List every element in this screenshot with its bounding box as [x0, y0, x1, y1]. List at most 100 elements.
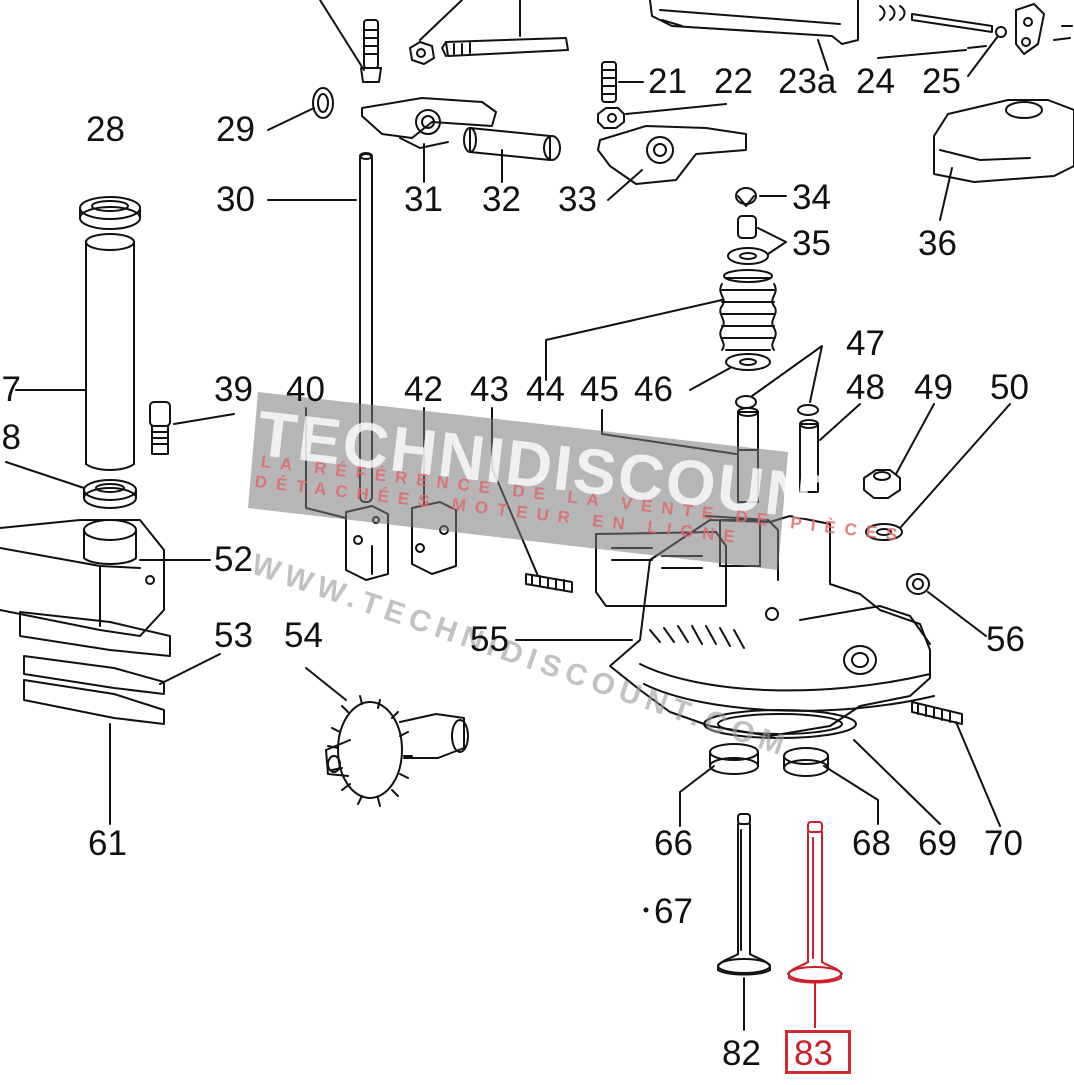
leader-46: [689, 367, 731, 391]
label-47: 47: [846, 324, 885, 363]
leader-39: [173, 413, 235, 425]
label-35: 35: [792, 224, 831, 263]
guide-48: [799, 419, 819, 493]
guide-45: [737, 407, 759, 503]
label-39: 39: [214, 370, 253, 409]
label-32: 32: [482, 180, 521, 219]
leader-50: [899, 403, 1011, 529]
label-44: 44: [526, 370, 565, 409]
label-25: 25: [922, 62, 961, 101]
leader-44: [545, 299, 723, 381]
label-33: 33: [558, 180, 597, 219]
leader-45: [601, 409, 737, 455]
stud-70: [911, 701, 963, 725]
gasket-53: [19, 611, 171, 695]
keeper-34: [735, 187, 757, 207]
label-52: 52: [214, 540, 253, 579]
label-43: 43: [470, 370, 509, 409]
washer-50: [865, 523, 903, 541]
seal-38: [83, 479, 137, 509]
label-36: 36: [918, 224, 957, 263]
nut-49: [863, 469, 901, 499]
cylinder-head-55: [595, 515, 935, 737]
leader-69: [853, 739, 941, 825]
label-42: 42: [404, 370, 443, 409]
gasket-61: [23, 679, 165, 725]
label-37: 37: [0, 370, 21, 409]
gasket-69: [703, 709, 857, 739]
label-22: 22: [714, 62, 753, 101]
rocker-arm-33: [597, 125, 747, 185]
leader-33: [607, 169, 643, 201]
washer-29: [312, 87, 334, 119]
long-bolt-top: [441, 37, 569, 57]
label-69: 69: [918, 824, 957, 863]
camshaft-54: [325, 695, 469, 807]
label-54: 54: [284, 616, 323, 655]
label-24: 24: [856, 62, 895, 101]
leader-56: [927, 591, 987, 637]
bolt-39: [149, 401, 171, 455]
label-53: 53: [214, 616, 253, 655]
label-28: 28: [86, 110, 125, 149]
leader-25: [967, 35, 999, 77]
stud-21: [601, 61, 617, 103]
leader-43: [491, 407, 539, 577]
label-67: 67: [654, 892, 693, 931]
label-48: 48: [846, 368, 885, 407]
valve-82: [717, 813, 771, 976]
label-55: 55: [470, 620, 509, 659]
spring-seat-46: [725, 353, 771, 371]
pushrod-24: [911, 13, 993, 49]
leader-40: [305, 407, 347, 519]
leader-49: [895, 403, 935, 475]
valve-83: [787, 821, 843, 984]
label-50: 50: [990, 368, 1029, 407]
leader-29: [267, 107, 315, 131]
label-68: 68: [852, 824, 891, 863]
label-46: 46: [634, 370, 673, 409]
leader-66: [679, 765, 715, 827]
label-45: 45: [580, 370, 619, 409]
ring-25: [995, 26, 1007, 38]
tube-37: [85, 233, 135, 471]
label-30: 30: [216, 180, 255, 219]
leader-47: [751, 345, 823, 403]
rocker-arm-31: [361, 97, 497, 149]
label-83: 83: [794, 1034, 833, 1073]
label-70: 70: [984, 824, 1023, 863]
leader-lines-top: [319, 0, 521, 71]
highlight-box-83: [785, 1030, 851, 1074]
leader-70: [955, 721, 1001, 827]
label-21: 21: [648, 62, 687, 101]
gasket-23a: [649, 0, 859, 45]
nut-22: [597, 107, 625, 129]
leader-48: [819, 403, 861, 441]
label-40: 40: [286, 370, 325, 409]
label-66: 66: [654, 824, 693, 863]
leader-35: [757, 227, 787, 255]
label-82: 82: [722, 1034, 761, 1073]
spring-44: [719, 269, 777, 351]
seat-ring-66: [709, 743, 759, 775]
leader-24: [877, 49, 967, 59]
label-31: 31: [404, 180, 443, 219]
tappet-42: [411, 501, 457, 575]
rocker-shaft-32: [463, 127, 561, 161]
housing-52: [0, 519, 165, 637]
collet-35: [727, 215, 769, 265]
label-38: 38: [0, 418, 21, 457]
label-34: 34: [792, 178, 831, 217]
leader-53: [159, 653, 221, 685]
label-29: 29: [216, 110, 255, 149]
plug-56: [906, 573, 930, 595]
leader-54: [305, 667, 347, 701]
pushrod-30: [359, 152, 373, 503]
label-49: 49: [914, 368, 953, 407]
leader-36: [939, 167, 953, 221]
point-67: [643, 907, 649, 913]
spring-small-23: [879, 5, 906, 21]
valve-cover-36: [933, 99, 1074, 183]
